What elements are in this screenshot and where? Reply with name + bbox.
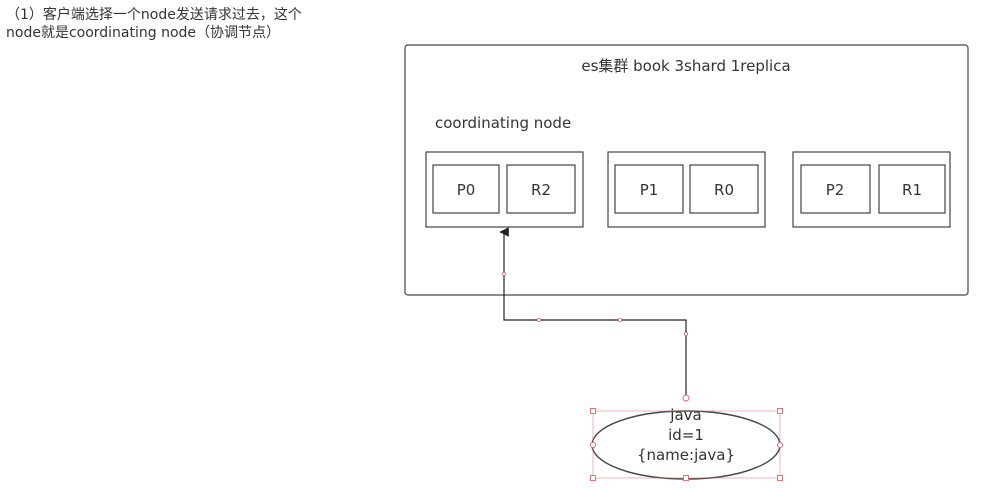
es-node-1[interactable]: P0 R2 bbox=[425, 151, 584, 228]
document-line-1: java bbox=[669, 406, 701, 424]
instruction-note: （1）客户端选择一个node发送请求过去，这个 node就是coordinati… bbox=[6, 6, 366, 42]
es-node-2[interactable]: P1 R0 bbox=[607, 151, 766, 228]
shard-label: P0 bbox=[457, 181, 476, 199]
cluster-title: es集群 book 3shard 1replica bbox=[581, 57, 790, 75]
shard-label: R2 bbox=[531, 181, 551, 199]
shard-box[interactable] bbox=[689, 164, 759, 214]
document-line-2: id=1 bbox=[668, 426, 704, 444]
coordinating-node-label: coordinating node bbox=[435, 114, 571, 132]
shard-box[interactable] bbox=[878, 164, 946, 214]
shard-label: R0 bbox=[714, 181, 734, 199]
shard-box[interactable] bbox=[800, 164, 871, 214]
shard-label: R1 bbox=[902, 181, 922, 199]
shard-box[interactable] bbox=[614, 164, 684, 214]
connector-handles bbox=[501, 271, 689, 336]
shard-box[interactable] bbox=[432, 164, 500, 214]
note-line-1: （1）客户端选择一个node发送请求过去，这个 bbox=[6, 7, 302, 23]
shard-label: P1 bbox=[640, 181, 659, 199]
note-line-2: node就是coordinating node（协调节点） bbox=[6, 25, 281, 41]
selection-handles[interactable] bbox=[589, 394, 784, 481]
document-line-3: {name:java} bbox=[637, 446, 735, 464]
shard-label: P2 bbox=[826, 181, 845, 199]
es-node-3[interactable]: P2 R1 bbox=[792, 151, 951, 228]
shard-box[interactable] bbox=[506, 164, 576, 214]
